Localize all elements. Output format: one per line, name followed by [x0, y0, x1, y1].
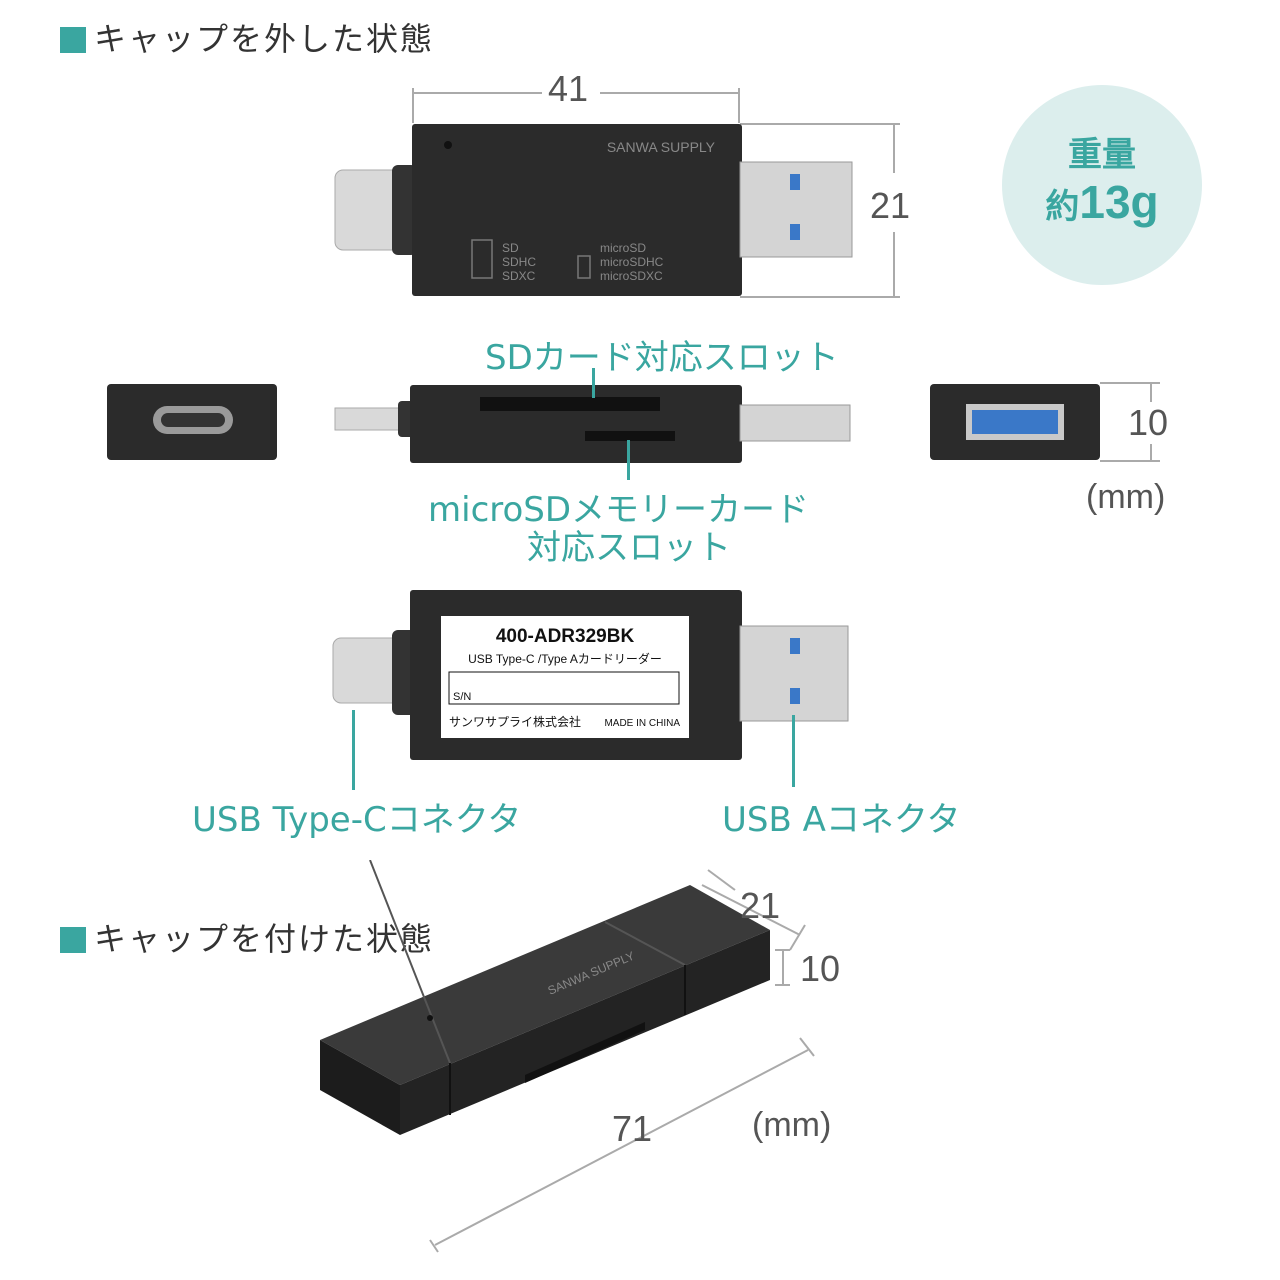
sticker-origin: MADE IN CHINA: [604, 718, 680, 729]
usb-c-callout: USB Type-Cコネクタ: [192, 800, 522, 840]
usb-a-end-view: [930, 384, 1100, 460]
micro-slot-callout-line2: 対応スロット: [527, 528, 731, 568]
weight-badge: 重量 約13g: [1002, 85, 1202, 285]
weight-value-row: 約13g: [1002, 175, 1202, 229]
micro-line-2: microSDXC: [600, 269, 663, 283]
micro-line-1: microSDHC: [600, 255, 664, 269]
weight-label: 重量: [1068, 135, 1136, 175]
section-title-text: キャップを付けた状態: [94, 920, 435, 958]
micro-slot-callout-line1: microSDメモリーカード: [428, 490, 810, 530]
square-bullet-icon: [60, 27, 86, 53]
dimension-thickness-10-bottom: 10: [800, 948, 841, 989]
usb-a-callout: USB Aコネクタ: [722, 800, 961, 840]
dimension-width-21-bottom: 21: [740, 885, 781, 926]
sticker-maker: サンワサプライ株式会社: [449, 714, 581, 729]
sticker-sn: S/N: [453, 691, 471, 703]
section-title-text: キャップを外した状態: [94, 20, 435, 58]
unit-mm-bottom: (mm): [752, 1106, 832, 1144]
sd-slot-callout: SDカード対応スロット: [485, 338, 839, 378]
dimension-height-21: 21: [870, 185, 911, 226]
section-title-uncapped: キャップを外した状態: [60, 14, 434, 60]
device-side-view: [334, 385, 851, 463]
weight-value: 13g: [1079, 176, 1159, 228]
device-bottom-view: 400-ADR329BK USB Type-C /Type Aカードリーダー S…: [332, 590, 849, 760]
brand-text: SANWA SUPPLY: [607, 139, 716, 155]
micro-line-0: microSD: [600, 241, 646, 255]
section-title-capped: キャップを付けた状態: [60, 914, 434, 960]
unit-mm-top: (mm): [1086, 478, 1166, 516]
dimension-thickness-10: 10: [1128, 402, 1169, 444]
dimension-length-71: 71: [612, 1108, 653, 1149]
sticker-model: 400-ADR329BK: [496, 626, 635, 647]
sticker-desc: USB Type-C /Type Aカードリーダー: [468, 651, 662, 666]
weight-prefix: 約: [1045, 187, 1080, 227]
device-top-view: SANWA SUPPLY SD SDHC SDXC microSD microS…: [334, 124, 853, 296]
device-capped-isometric: SANWA SUPPLY: [320, 860, 815, 1253]
sd-line-1: SDHC: [502, 255, 536, 269]
sd-line-0: SD: [502, 241, 519, 255]
square-bullet-icon: [60, 927, 86, 953]
usb-c-end-view: [107, 384, 277, 460]
dimension-length-41: 41: [548, 68, 589, 109]
sd-line-2: SDXC: [502, 269, 536, 283]
